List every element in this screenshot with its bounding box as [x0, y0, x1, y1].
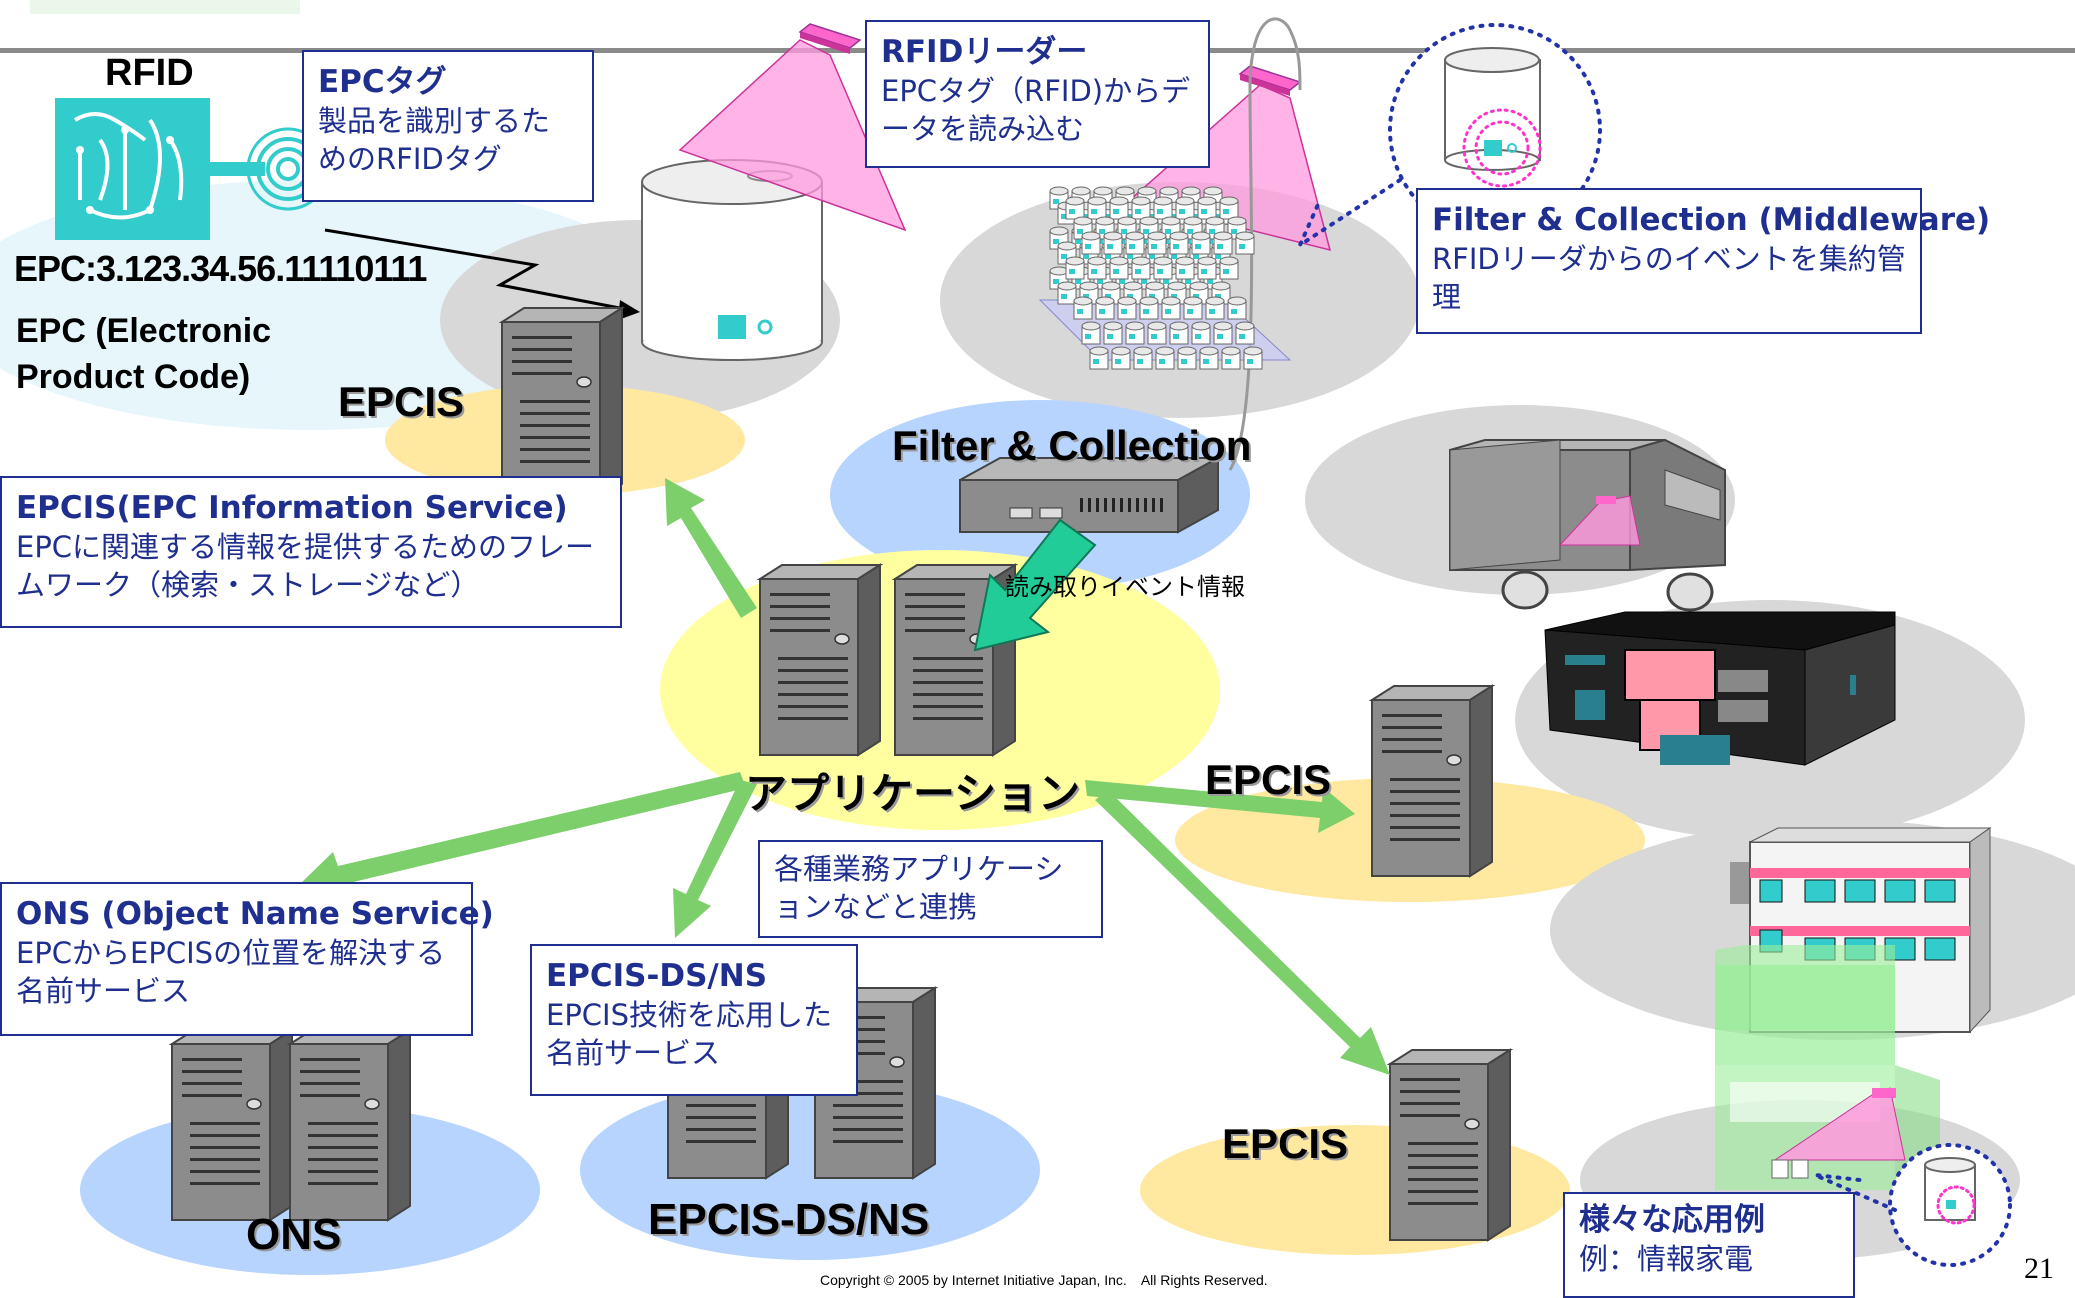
green-arrows — [302, 478, 1390, 1075]
copyright: Copyright © 2005 by Internet Initiative … — [820, 1272, 1268, 1288]
ons-callout: ONS (Object Name Service) EPCからEPCISの位置を… — [0, 882, 494, 1036]
reader-beam-left — [678, 39, 907, 232]
epcis-callout: EPCIS(EPC Information Service) EPCに関連する情… — [0, 476, 622, 628]
arrow-to-epcis-1 — [665, 478, 757, 618]
filter-collection-desc: RFIDリーダからのイベントを集約管理 — [1432, 242, 1906, 314]
factory-icon — [1544, 611, 1896, 766]
rfid-reader-title: RFIDリーダー — [881, 34, 1088, 70]
tag-pointer-arrow — [324, 228, 640, 320]
epcis-desc: EPCに関連する情報を提供するためのフレームワーク（検索・ストレージなど） — [16, 530, 595, 602]
refrigerator-icon — [1715, 945, 2012, 1267]
epcis-ds-callout: EPCIS-DS/NS EPCIS技術を応用した名前サービス — [530, 944, 858, 1096]
epcis-ds-label: EPCIS-DS/NS — [648, 1195, 930, 1244]
ons-title: ONS (Object Name Service) — [16, 896, 494, 932]
epc-tag-desc: 製品を識別するためのRFIDタグ — [318, 104, 551, 176]
truck-icon — [1449, 438, 1726, 612]
integration-desc: 各種業務アプリケーションなどと連携 — [774, 852, 1064, 924]
ons-server-1 — [171, 1029, 293, 1221]
examples-callout: 様々な応用例 例：情報家電 — [1563, 1192, 1855, 1298]
rfid-reader-callout: RFIDリーダー EPCタグ（RFID)からデータを読み込む — [865, 20, 1210, 168]
arrow-to-epcis-ds — [673, 780, 757, 938]
ons-label: ONS — [246, 1210, 342, 1259]
read-event-arrow — [973, 518, 1097, 652]
middleware-device-icon — [959, 456, 1219, 534]
application-label: アプリケーション — [745, 770, 1081, 817]
epc-full-label: EPC (Electronic Product Code) — [16, 312, 272, 396]
rfid-reader-desc: EPCタグ（RFID)からデータを読み込む — [881, 74, 1191, 146]
read-event-label: 読み取りイベント情報 — [1005, 573, 1245, 601]
magnifier-bubble — [1295, 23, 1602, 251]
filter-collection-callout: Filter & Collection (Middleware) RFIDリーダ… — [1416, 188, 1991, 334]
filter-collection-label: Filter & Collection — [892, 422, 1252, 469]
epc-code-label: EPC:3.123.34.56.11110111 — [14, 248, 427, 289]
epcis-label-3: EPCIS — [1222, 1120, 1349, 1167]
title-tab — [30, 0, 300, 14]
filter-collection-title: Filter & Collection (Middleware) — [1432, 202, 1991, 238]
arrow-to-ons — [302, 772, 746, 898]
application-server-1 — [759, 564, 881, 756]
epcis-server-3 — [1389, 1049, 1511, 1241]
ons-desc: EPCからEPCISの位置を解決する名前サービス — [16, 936, 446, 1008]
arrow-to-epcis-3 — [1095, 790, 1390, 1075]
arrow-to-epcis-2 — [1085, 780, 1355, 833]
epcis-label-1: EPCIS — [338, 378, 465, 425]
rfid-chip-icon — [55, 98, 330, 240]
epc-tag-title: EPCタグ — [318, 64, 447, 100]
rfid-label: RFID — [105, 52, 194, 94]
epcis-ds-title: EPCIS-DS/NS — [546, 958, 768, 994]
examples-desc: 例：情報家電 — [1579, 1242, 1754, 1276]
epcis-server-2 — [1371, 685, 1493, 877]
integration-callout: 各種業務アプリケーションなどと連携 — [758, 840, 1103, 938]
epcis-label-2: EPCIS — [1205, 756, 1332, 803]
ons-server-2 — [289, 1029, 411, 1221]
epcis-ds-desc: EPCIS技術を応用した名前サービス — [546, 998, 833, 1070]
page-number: 21 — [2024, 1252, 2054, 1285]
epc-tag-callout: EPCタグ 製品を識別するためのRFIDタグ — [302, 50, 594, 202]
epcis-server-1 — [501, 307, 623, 499]
epcis-title: EPCIS(EPC Information Service) — [16, 490, 568, 526]
examples-title: 様々な応用例 — [1579, 1202, 1765, 1238]
reader-cable — [1228, 17, 1302, 471]
pallet-icon — [1038, 187, 1292, 369]
